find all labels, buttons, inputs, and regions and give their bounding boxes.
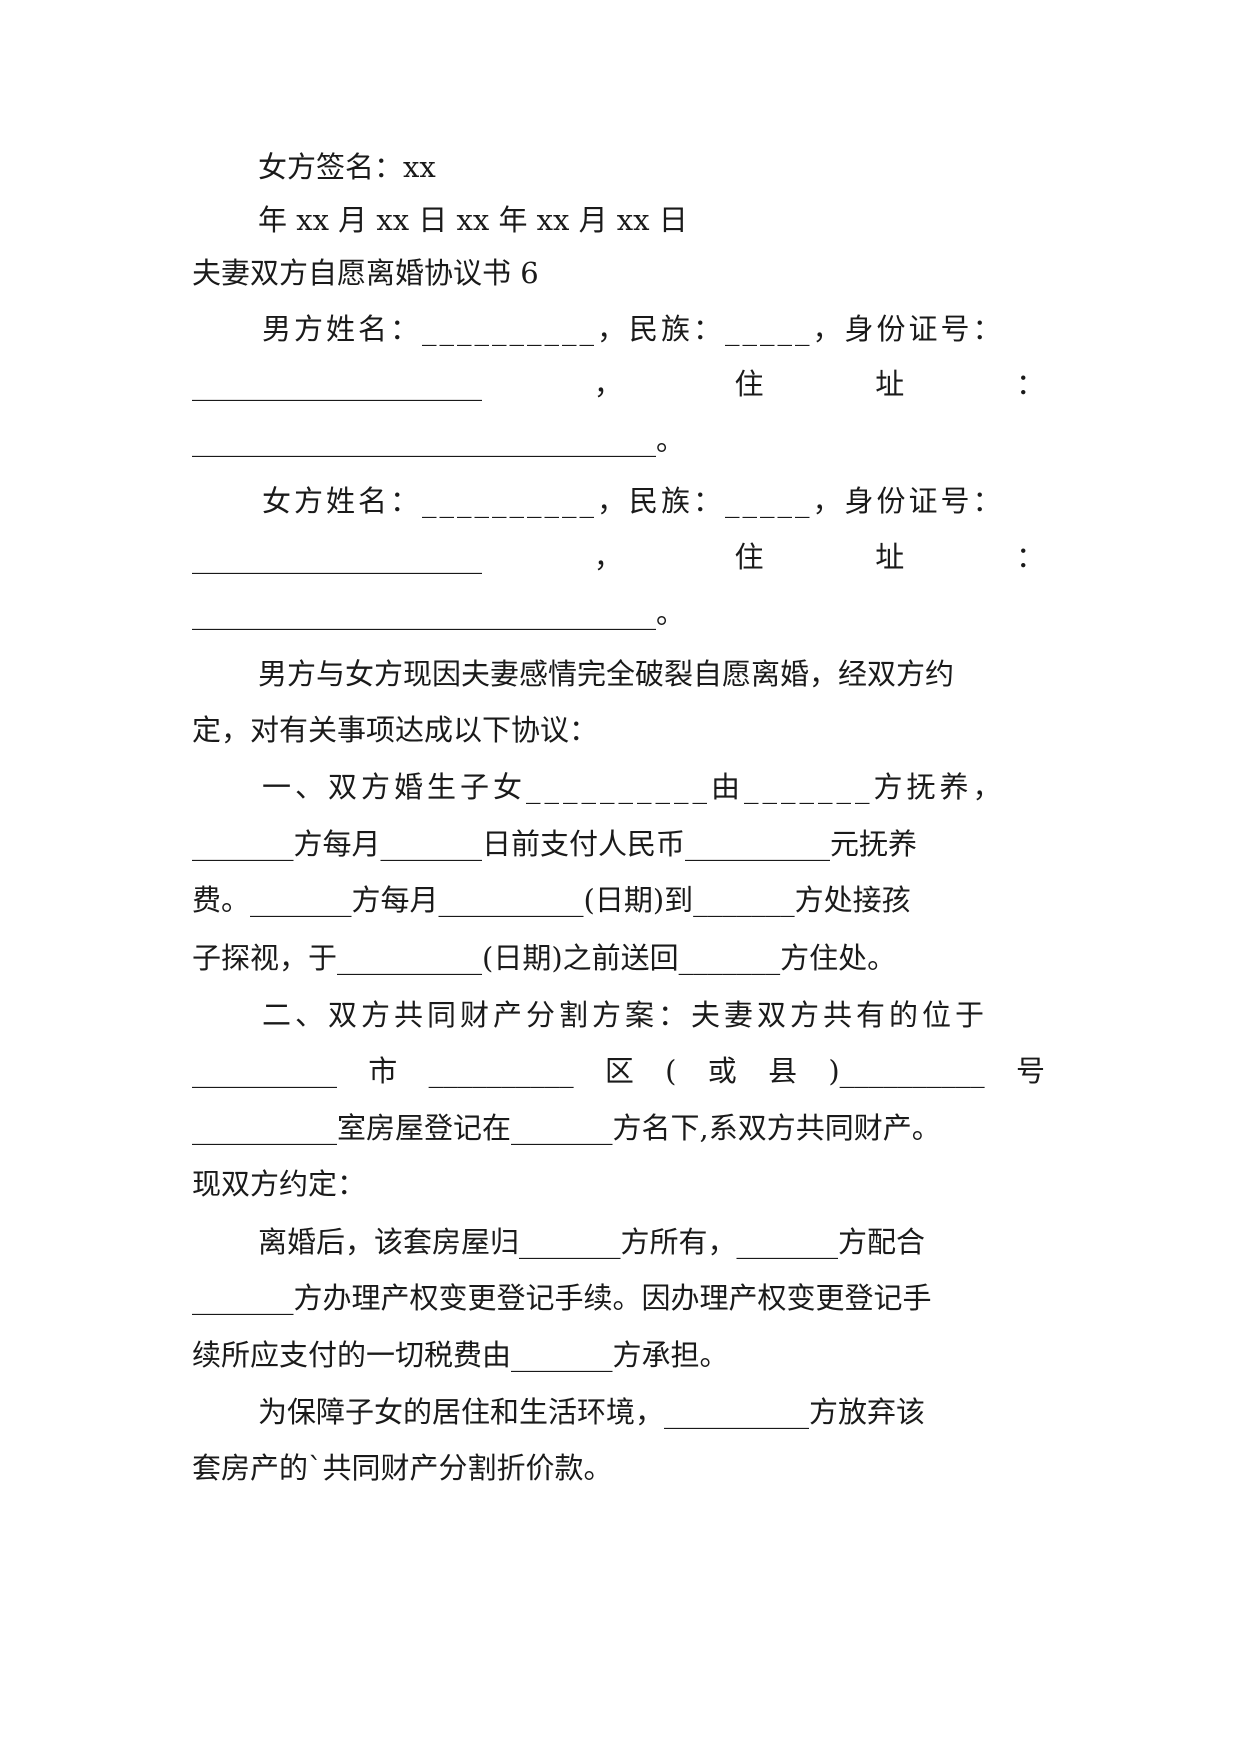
male-address-colon: ： bbox=[1015, 367, 1045, 401]
waiver-line-1: 为保障子女的居住和生活环境，__________方放弃该 bbox=[0, 1390, 1241, 1434]
district-label: 区 bbox=[604, 1054, 634, 1088]
clause-1-line-4: 子探视，于__________(日期)之前送回_______方住处。 bbox=[0, 936, 1241, 980]
clause-1-line-1: 一、双方婚生子女__________由_______方抚养， bbox=[0, 765, 1241, 809]
preamble-text-1: 男方与女方现因夫妻感情完全破裂自愿离婚，经双方约 bbox=[258, 657, 955, 691]
clause-1-text-3: 费。_______方每月__________(日期)到_______方处接孩 bbox=[192, 883, 911, 917]
open-paren: ( bbox=[665, 1054, 677, 1088]
date-text: 年 xx 月 xx 日 xx 年 xx 月 xx 日 bbox=[258, 203, 688, 237]
house-ownership-line-3: 续所应支付的一切税费由_______方承担。 bbox=[0, 1333, 1241, 1377]
clause-1-text-4: 子探视，于__________(日期)之前送回_______方住处。 bbox=[192, 941, 897, 975]
clause-1-line-2: _______方每月_______日前支付人民币__________元抚养 bbox=[0, 822, 1241, 866]
document-title: 夫妻双方自愿离婚协议书 6 bbox=[0, 251, 1241, 295]
document-title-text: 夫妻双方自愿离婚协议书 6 bbox=[192, 256, 539, 290]
house-ownership-line-1: 离婚后，该套房屋归_______方所有，_______方配合 bbox=[0, 1220, 1241, 1264]
female-address-char-2: 址 bbox=[875, 540, 905, 574]
male-address-blank-line: ________________________________。 bbox=[0, 418, 1241, 462]
male-id-blank: ____________________ bbox=[192, 367, 482, 401]
county-label: 县 bbox=[768, 1054, 798, 1088]
clause-2-line-3: __________室房屋登记在_______方名下,系双方共同财产。 bbox=[0, 1106, 1241, 1150]
number-blank: )__________ bbox=[828, 1054, 985, 1088]
clause-2-line-4: 现双方约定： bbox=[0, 1162, 1241, 1206]
preamble-line-1: 男方与女方现因夫妻感情完全破裂自愿离婚，经双方约 bbox=[0, 652, 1241, 696]
city-blank: __________ bbox=[192, 1054, 337, 1088]
clause-2-text-3: __________室房屋登记在_______方名下,系双方共同财产。 bbox=[192, 1111, 941, 1145]
waiver-line-2: 套房产的`共同财产分割折价款。 bbox=[0, 1446, 1241, 1490]
female-address-colon: ： bbox=[1015, 540, 1045, 574]
clause-2-line-2: __________ 市 __________ 区 ( 或 县 )_______… bbox=[0, 1049, 1241, 1093]
clause-1-text-1: 一、双方婚生子女__________由_______方抚养， bbox=[262, 770, 1006, 804]
female-signature-text: 女方签名：xx bbox=[258, 150, 436, 184]
house-ownership-text-3: 续所应支付的一切税费由_______方承担。 bbox=[192, 1338, 729, 1372]
clause-2-line-1: 二、双方共同财产分割方案：夫妻双方共有的位于 bbox=[0, 993, 1241, 1037]
female-name-ethnicity-id: 女方姓名：__________，民族：_____，身份证号： bbox=[262, 484, 1005, 518]
preamble-line-2: 定，对有关事项达成以下协议： bbox=[0, 708, 1241, 752]
house-ownership-text-2: _______方办理产权变更登记手续。因办理产权变更登记手 bbox=[192, 1281, 932, 1315]
house-ownership-text-1: 离婚后，该套房屋归_______方所有，_______方配合 bbox=[258, 1225, 926, 1259]
waiver-text-1: 为保障子女的居住和生活环境，__________方放弃该 bbox=[258, 1395, 926, 1429]
house-ownership-line-2: _______方办理产权变更登记手续。因办理产权变更登记手 bbox=[0, 1276, 1241, 1320]
male-address-label-row: ____________________ ， 住 址 ： bbox=[192, 362, 1045, 406]
district-blank: __________ bbox=[428, 1054, 574, 1088]
clause-2-text-4: 现双方约定： bbox=[192, 1167, 367, 1201]
preamble-text-2: 定，对有关事项达成以下协议： bbox=[192, 713, 599, 747]
male-info-line-2: ____________________ ， 住 址 ： bbox=[0, 362, 1241, 406]
date-line: 年 xx 月 xx 日 xx 年 xx 月 xx 日 bbox=[0, 198, 1241, 242]
male-info-line-1: 男方姓名：__________，民族：_____，身份证号： bbox=[0, 307, 1241, 351]
female-address-label-row: ____________________ ， 住 址 ： bbox=[192, 535, 1045, 579]
female-address-blank: ________________________________。 bbox=[192, 596, 686, 630]
female-comma: ， bbox=[593, 540, 623, 574]
clause-1-text-2: _______方每月_______日前支付人民币__________元抚养 bbox=[192, 827, 918, 861]
female-signature-line: 女方签名：xx bbox=[0, 145, 1241, 189]
male-comma: ， bbox=[593, 367, 623, 401]
male-address-char-2: 址 bbox=[875, 367, 905, 401]
female-address-char-1: 住 bbox=[734, 540, 764, 574]
property-location-row: __________ 市 __________ 区 ( 或 县 )_______… bbox=[192, 1049, 1045, 1093]
male-name-ethnicity-id: 男方姓名：__________，民族：_____，身份证号： bbox=[262, 312, 1005, 346]
female-info-line-2: ____________________ ， 住 址 ： bbox=[0, 535, 1241, 579]
male-address-blank: ________________________________。 bbox=[192, 423, 686, 457]
female-info-line-1: 女方姓名：__________，民族：_____，身份证号： bbox=[0, 479, 1241, 523]
number-label: 号 bbox=[1015, 1054, 1045, 1088]
or-label: 或 bbox=[707, 1054, 737, 1088]
waiver-text-2: 套房产的`共同财产分割折价款。 bbox=[192, 1451, 613, 1485]
female-id-blank: ____________________ bbox=[192, 540, 482, 574]
clause-2-text-1: 二、双方共同财产分割方案：夫妻双方共有的位于 bbox=[262, 998, 989, 1032]
city-label: 市 bbox=[368, 1054, 398, 1088]
female-address-blank-line: ________________________________。 bbox=[0, 591, 1241, 635]
male-address-char-1: 住 bbox=[734, 367, 764, 401]
clause-1-line-3: 费。_______方每月__________(日期)到_______方处接孩 bbox=[0, 878, 1241, 922]
